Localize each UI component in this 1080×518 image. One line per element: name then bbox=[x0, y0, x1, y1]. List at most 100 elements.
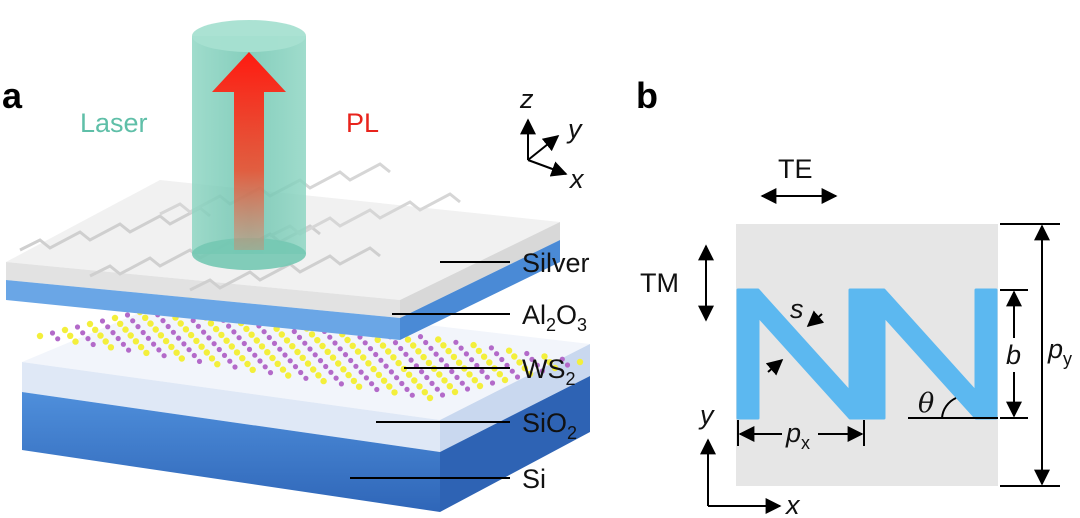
w-atom bbox=[165, 323, 171, 330]
w-atom bbox=[216, 346, 222, 353]
s-atom bbox=[551, 364, 559, 372]
w-atom bbox=[140, 329, 146, 336]
s-atom bbox=[86, 320, 94, 328]
s-atom bbox=[486, 359, 493, 366]
w-atom bbox=[80, 330, 86, 336]
s-atom bbox=[304, 360, 312, 367]
s-atom bbox=[505, 347, 513, 354]
s-atom bbox=[385, 348, 392, 355]
w-atom bbox=[206, 335, 212, 341]
s-atom bbox=[370, 365, 377, 373]
w-atom bbox=[449, 368, 455, 375]
w-atom bbox=[338, 381, 344, 387]
pl-label: PL bbox=[346, 108, 379, 138]
w-atom bbox=[564, 362, 571, 368]
w-atom bbox=[195, 323, 201, 329]
w-atom bbox=[302, 340, 308, 346]
py-label: py bbox=[1047, 334, 1072, 369]
w-atom bbox=[298, 369, 304, 376]
w-atom bbox=[454, 374, 460, 380]
w-atom bbox=[458, 345, 464, 351]
w-atom bbox=[99, 318, 106, 324]
axes-3d: z y x bbox=[519, 84, 585, 194]
w-atom bbox=[499, 356, 505, 363]
w-atom bbox=[392, 340, 399, 346]
s-atom bbox=[157, 332, 165, 339]
s-atom bbox=[244, 360, 251, 368]
w-atom bbox=[124, 312, 131, 318]
s-atom bbox=[426, 394, 434, 402]
s-atom bbox=[466, 371, 473, 378]
w-atom bbox=[226, 323, 232, 329]
s-atom bbox=[451, 388, 459, 396]
w-atom bbox=[348, 357, 354, 364]
w-atom bbox=[145, 335, 151, 341]
s-atom bbox=[249, 366, 256, 373]
w-atom bbox=[120, 341, 126, 347]
s-atom bbox=[212, 325, 220, 333]
s-atom bbox=[122, 326, 129, 333]
s-atom bbox=[264, 349, 271, 356]
w-atom bbox=[261, 329, 267, 335]
w-atom bbox=[469, 357, 475, 363]
w-atom bbox=[115, 335, 121, 342]
w-atom bbox=[190, 317, 196, 324]
w-atom bbox=[85, 336, 91, 342]
w-atom bbox=[55, 336, 61, 342]
s-atom bbox=[228, 343, 235, 350]
s-atom bbox=[576, 358, 584, 366]
w-atom bbox=[161, 353, 167, 359]
s-atom bbox=[421, 389, 428, 396]
w-atom bbox=[282, 352, 288, 358]
s-atom bbox=[441, 377, 448, 384]
s-atom bbox=[132, 338, 140, 345]
s-atom bbox=[107, 344, 115, 351]
w-atom bbox=[74, 324, 81, 330]
s-atom bbox=[541, 353, 548, 360]
w-atom bbox=[524, 350, 530, 357]
s-atom bbox=[501, 376, 509, 384]
s-atom bbox=[324, 348, 331, 355]
s-atom bbox=[420, 353, 427, 361]
layer-label-silver: Silver bbox=[522, 248, 590, 278]
s-atom bbox=[36, 332, 44, 340]
s-atom bbox=[198, 343, 205, 350]
w-atom bbox=[135, 324, 141, 330]
w-atom bbox=[373, 351, 379, 358]
w-atom bbox=[388, 369, 394, 375]
w-atom bbox=[429, 380, 435, 386]
s-atom bbox=[390, 354, 397, 361]
s-atom bbox=[415, 348, 422, 355]
s-atom bbox=[285, 372, 292, 379]
w-atom bbox=[241, 340, 247, 347]
s-atom bbox=[386, 383, 393, 390]
w-atom bbox=[367, 346, 374, 352]
s-atom bbox=[521, 365, 528, 372]
s-atom bbox=[496, 371, 503, 378]
s-atom bbox=[162, 337, 170, 345]
w-atom bbox=[266, 334, 272, 341]
w-atom bbox=[463, 351, 469, 357]
w-atom bbox=[358, 369, 364, 375]
w-atom bbox=[433, 351, 439, 357]
w-atom bbox=[211, 341, 217, 347]
s-atom bbox=[111, 314, 119, 322]
w-atom bbox=[362, 340, 368, 346]
w-atom bbox=[327, 334, 333, 340]
w-atom bbox=[176, 335, 182, 341]
s-atom bbox=[178, 355, 185, 362]
w-atom bbox=[479, 368, 485, 374]
w-atom bbox=[423, 339, 429, 346]
si-substrate bbox=[22, 296, 590, 512]
slot-width-dimension: s bbox=[765, 294, 825, 376]
s-atom bbox=[308, 331, 316, 338]
s-atom bbox=[546, 359, 553, 366]
s-atom bbox=[526, 370, 534, 378]
axis-x-label: x bbox=[568, 164, 585, 194]
s-atom bbox=[411, 377, 418, 384]
w-atom bbox=[307, 346, 313, 352]
s-atom bbox=[61, 326, 69, 334]
s-atom bbox=[480, 353, 488, 360]
s-atom bbox=[253, 337, 260, 344]
w-atom bbox=[428, 345, 434, 351]
